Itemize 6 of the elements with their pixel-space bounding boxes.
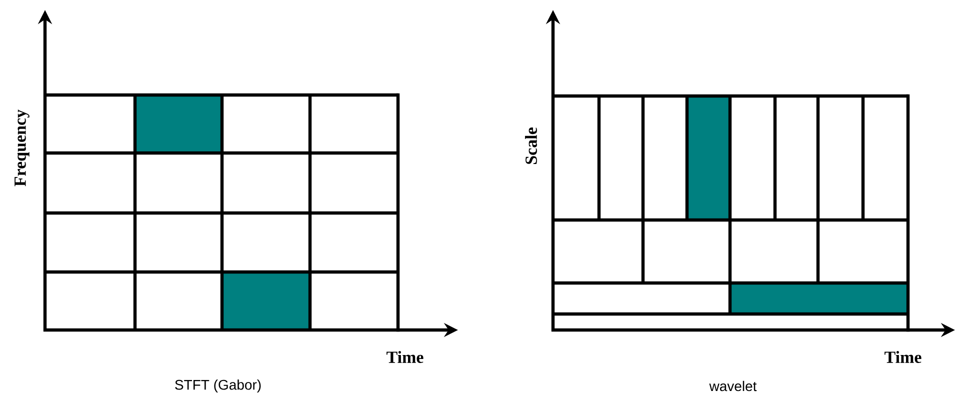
caption: STFT (Gabor) <box>175 379 261 393</box>
axis-label: Scale <box>525 128 537 164</box>
axis-label: Frequency <box>14 110 30 186</box>
axis-label: Time <box>386 351 424 363</box>
caption: wavelet <box>709 380 757 392</box>
axis-label: Time <box>884 351 922 363</box>
